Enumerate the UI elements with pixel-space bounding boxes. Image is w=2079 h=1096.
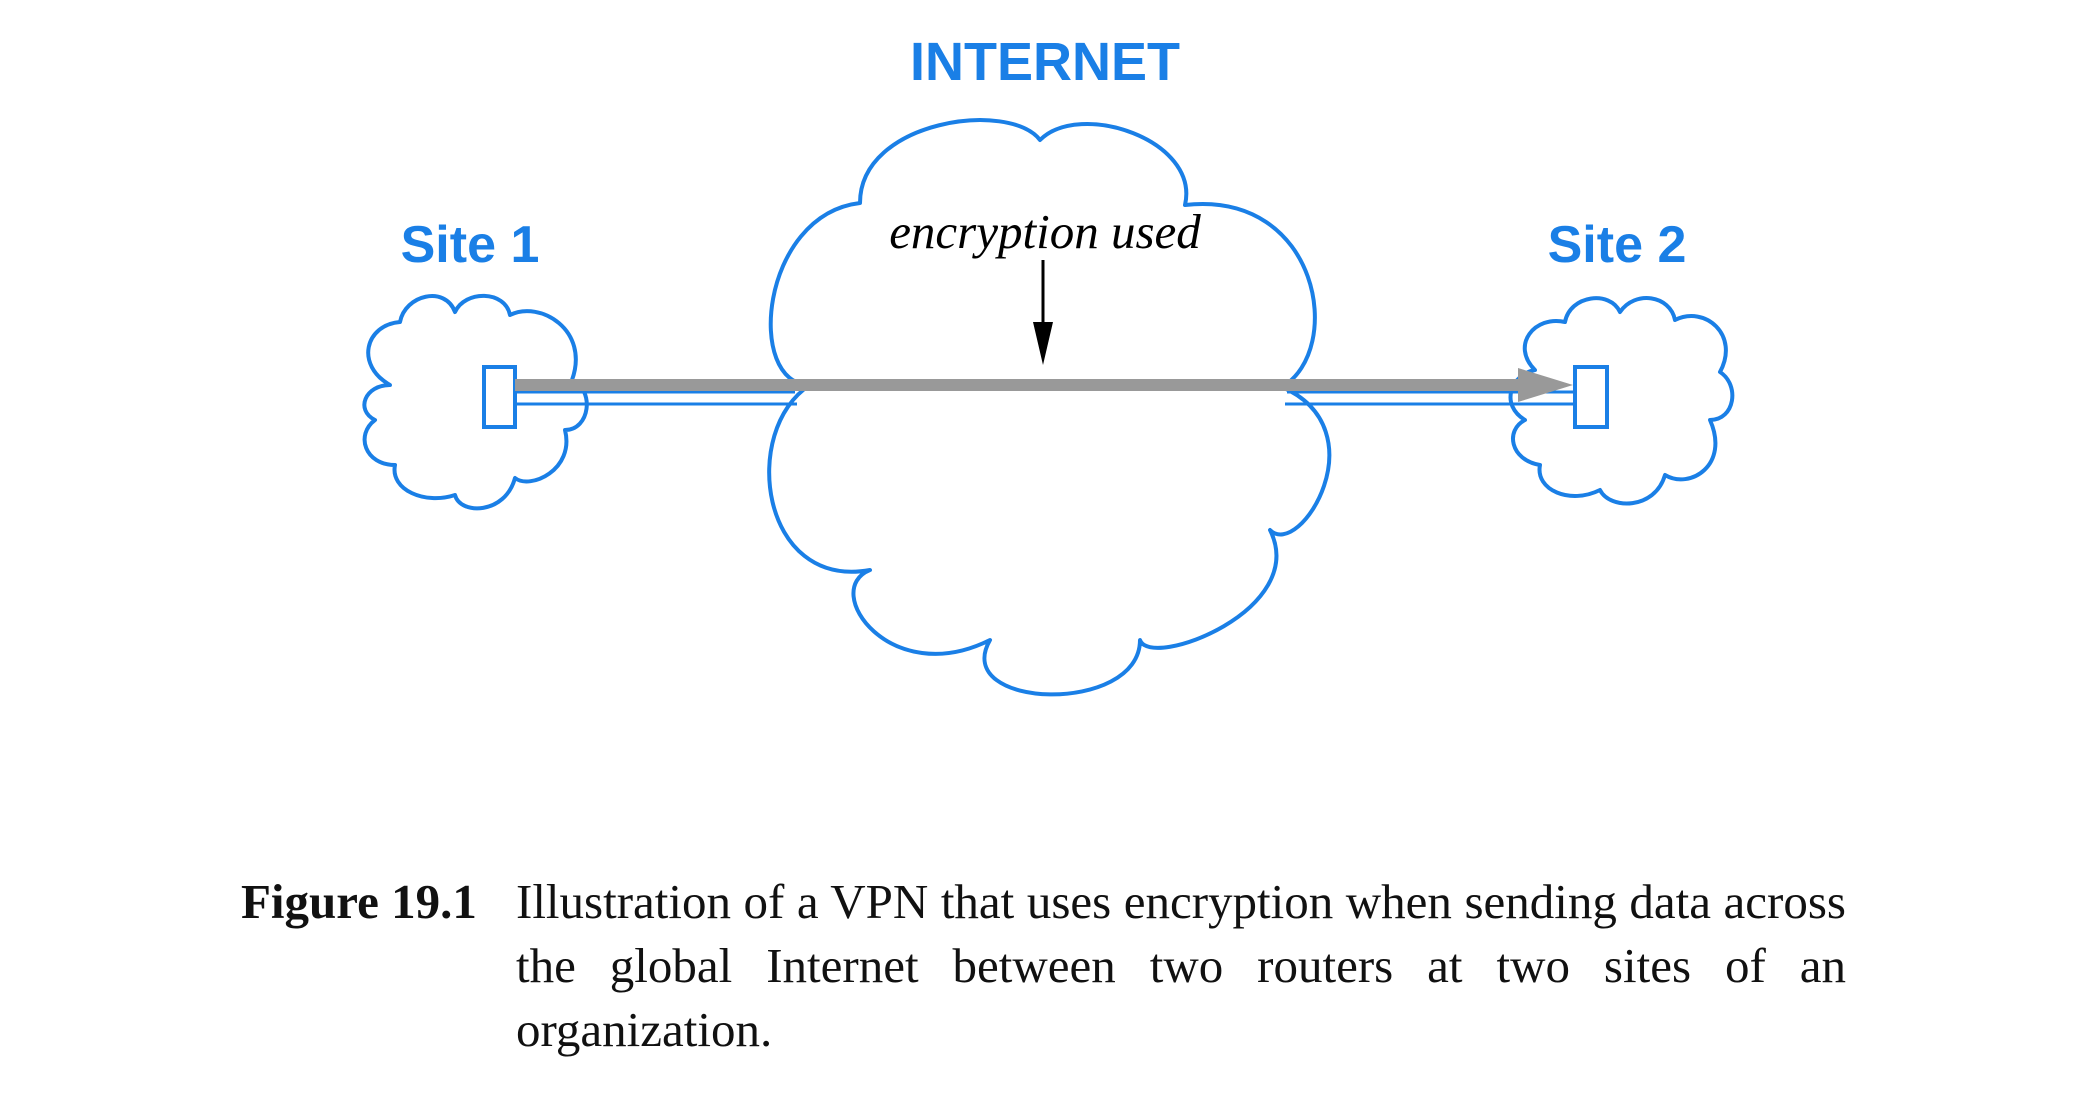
router-site2: [1573, 365, 1609, 429]
internet-label: INTERNET: [910, 32, 1180, 92]
site2-cloud: [1508, 296, 1735, 506]
router-site1: [482, 365, 517, 429]
site1-label: Site 1: [401, 216, 540, 274]
figure-caption: Figure 19.1 Illustration of a VPN that u…: [241, 870, 1846, 1062]
link-site1-internet: [516, 390, 797, 406]
tunnel-arrowhead: [1518, 368, 1573, 402]
figure-number: Figure 19.1: [241, 874, 477, 929]
encryption-annotation: encryption used: [889, 204, 1201, 259]
annotation-arrowhead: [1033, 322, 1053, 365]
site1-cloud: [362, 293, 589, 511]
caption-text: Illustration of a VPN that uses encrypti…: [516, 874, 1846, 1057]
site2-label: Site 2: [1548, 216, 1687, 274]
internet-cloud: [767, 118, 1332, 697]
